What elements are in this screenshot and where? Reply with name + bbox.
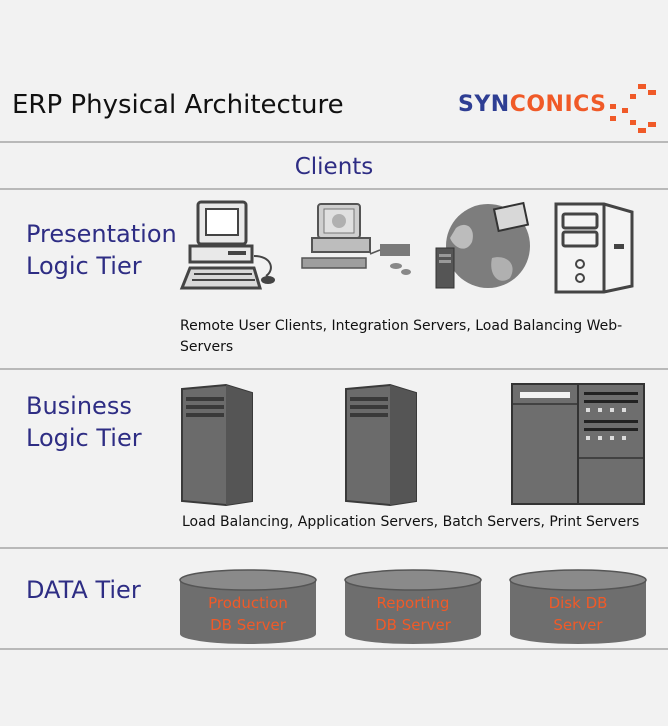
presentation-tier-label: Presentation Logic Tier xyxy=(26,218,177,282)
tier-label-line1: Presentation xyxy=(26,220,177,248)
page-title: ERP Physical Architecture xyxy=(12,90,344,120)
tower-server-icon xyxy=(345,383,417,507)
clients-heading: Clients xyxy=(294,154,374,180)
tier-label-line2: Logic Tier xyxy=(26,424,142,452)
business-tier-label: Business Logic Tier xyxy=(26,390,142,454)
presentation-tier-caption: Remote User Clients, Integration Servers… xyxy=(180,318,623,355)
data-tier-label: DATA Tier xyxy=(26,576,141,604)
divider-clients xyxy=(0,188,668,190)
workstation-icon xyxy=(301,203,411,275)
tier-label-line2: Logic Tier xyxy=(26,252,142,280)
server-cabinet-icon xyxy=(554,202,634,294)
db-server-disk: Disk DB Server xyxy=(508,568,648,646)
db-label-line1: Production xyxy=(208,594,288,612)
divider-data xyxy=(0,648,668,650)
db-label-line2: Server xyxy=(553,616,603,634)
business-tier-caption: Load Balancing, Application Servers, Bat… xyxy=(182,514,640,530)
db-label-line1: Disk DB xyxy=(548,594,608,612)
tower-server-icon xyxy=(181,383,253,507)
database-icon xyxy=(344,569,482,644)
logo-text-conics: CONICS xyxy=(509,92,607,117)
db-label-line2: DB Server xyxy=(375,616,451,634)
db-server-reporting: Reporting DB Server xyxy=(343,568,483,646)
divider-presentation xyxy=(0,368,668,370)
divider-header xyxy=(0,141,668,143)
db-label-line1: Reporting xyxy=(376,594,450,612)
db-server-production: Production DB Server xyxy=(178,568,318,646)
rack-server-icon xyxy=(511,383,645,505)
globe-network-icon xyxy=(435,201,530,289)
tier-label-line1: Business xyxy=(26,392,132,420)
db-label-line2: DB Server xyxy=(210,616,286,634)
logo-mark-icon xyxy=(610,84,656,133)
divider-business xyxy=(0,547,668,549)
brand-logo: SYNCONICS xyxy=(458,92,607,117)
database-icon xyxy=(509,569,647,644)
database-icon xyxy=(179,569,317,644)
desktop-computer-icon xyxy=(179,200,275,290)
logo-text-syn: SYN xyxy=(458,92,510,117)
